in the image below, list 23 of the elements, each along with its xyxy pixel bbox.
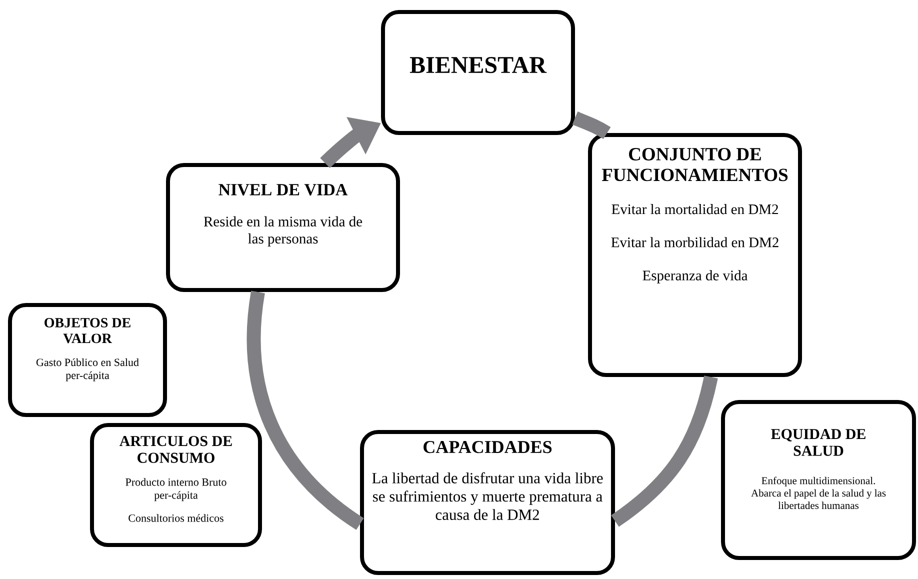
box-heading: BIENESTAR: [410, 57, 547, 74]
box-heading: NIVEL DE VIDA: [218, 184, 348, 196]
box-text: Consultorios médicos: [128, 514, 224, 522]
box-heading: OBJETOS DE VALOR: [44, 318, 130, 344]
box-text: Producto interno Bruto per-cápita: [126, 478, 226, 502]
box-text: Evitar la mortalidad en DM2: [612, 204, 778, 214]
box-text: Evitar la morbilidad en DM2: [611, 237, 778, 248]
concept-box: [381, 10, 575, 135]
concept-box: [8, 303, 167, 417]
concept-box: [721, 400, 916, 560]
concept-box: [90, 423, 262, 547]
concept-box: [166, 163, 400, 292]
box-heading: EQUIDAD DE SALUD: [771, 429, 866, 456]
box-heading: CAPACIDADES: [424, 441, 552, 454]
box-heading: ARTICULOS DE CONSUMO: [120, 436, 232, 463]
box-text: Gasto Público en Salud per-cápita: [36, 358, 139, 382]
box-text: Esperanza de vida: [642, 270, 748, 284]
concept-box: [588, 133, 802, 377]
box-text: Enfoque multidimensional. Abarca el papel de la salud y las libertades humanas: [751, 476, 886, 510]
box-text: Reside en la misma vida de las personas: [204, 216, 362, 247]
box-text: La libertad de disfrutar una vida libre se sufrimientos y muerte prematura a causa de la DM2: [372, 472, 603, 520]
concept-box: [360, 430, 615, 575]
box-heading: CONJUNTO DE FUNCIONAMIENTOS: [602, 148, 788, 182]
